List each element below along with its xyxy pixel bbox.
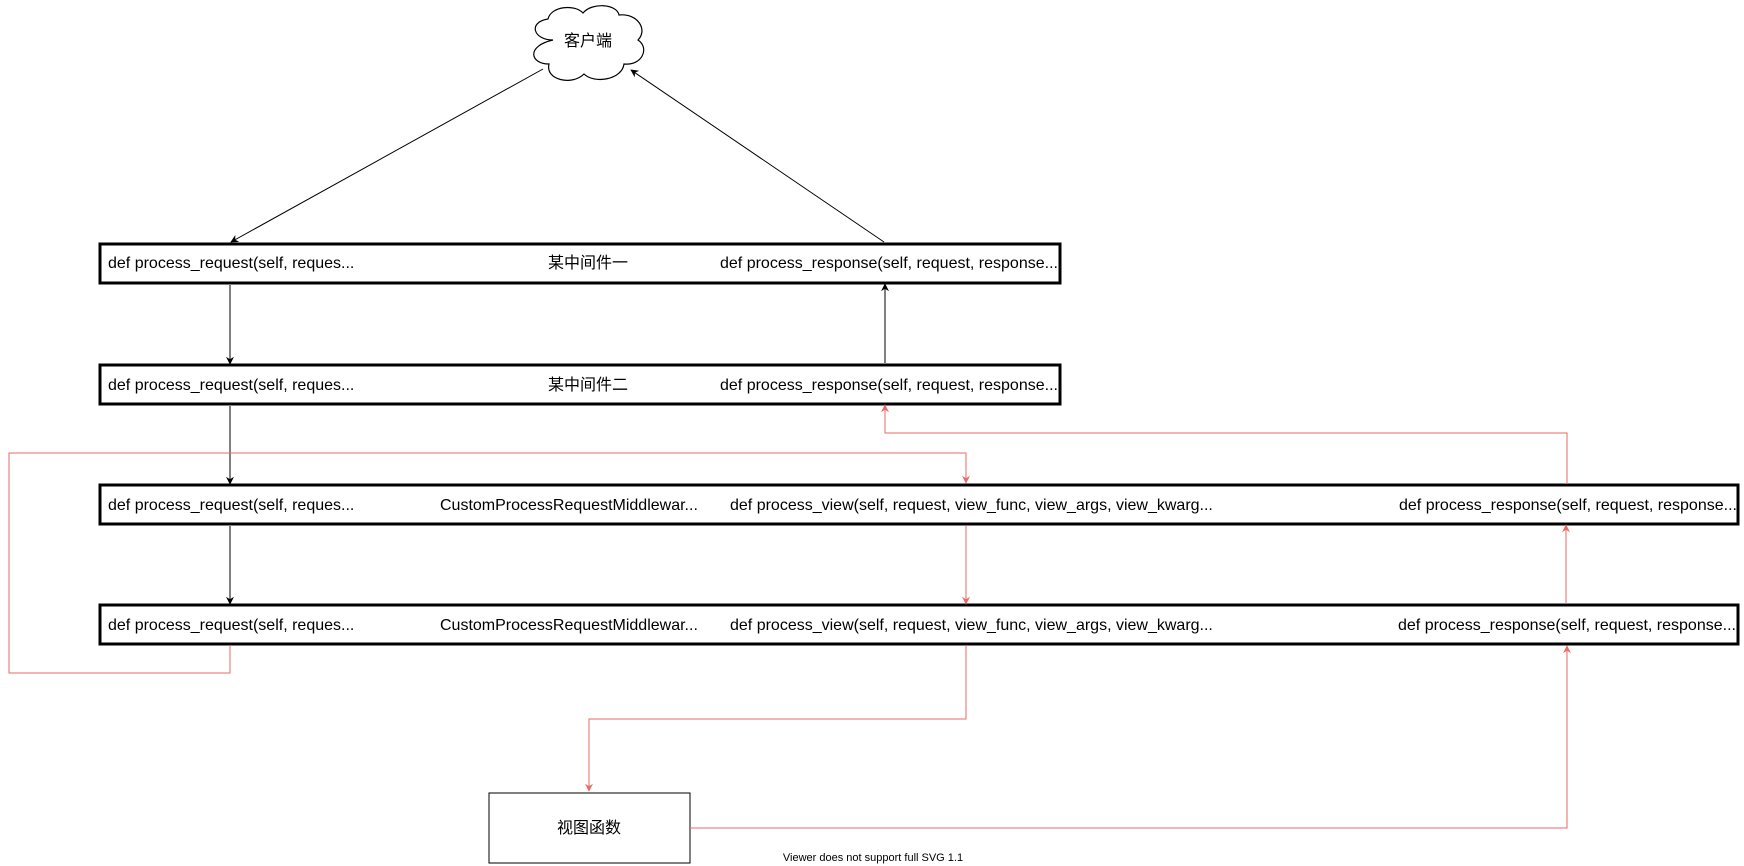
process-view-label: def process_view(self, request, view_fun… [730, 497, 1213, 514]
process-response-label: def process_response(self, request, resp… [1398, 617, 1736, 634]
middleware-row-3: def process_request(self, reques... Cust… [98, 483, 1740, 526]
middleware-name-label: 某中间件一 [548, 254, 628, 272]
arrow-row4-view-to-view-function [585, 645, 967, 792]
client-label: 客户端 [564, 32, 612, 50]
process-response-label: def process_response(self, request, resp… [720, 255, 1058, 272]
view-function-label: 视图函数 [557, 819, 621, 837]
middleware-row-1: def process_request(self, reques... 某中间件… [98, 242, 1062, 285]
view-function-node: 视图函数 [488, 792, 691, 864]
arrow-view-function-to-row4-response [690, 645, 1571, 829]
middleware-name-label: CustomProcessRequestMiddlewar... [440, 617, 698, 634]
process-response-label: def process_response(self, request, resp… [720, 377, 1058, 394]
middleware-box [98, 603, 1740, 646]
middleware-name-label: CustomProcessRequestMiddlewar... [440, 497, 698, 514]
process-request-label: def process_request(self, reques... [108, 255, 354, 272]
middleware-row-2: def process_request(self, reques... 某中间件… [98, 363, 1062, 406]
arrow-row1-to-client [630, 69, 885, 243]
request-path-black [226, 68, 889, 605]
arrow-row3-response-to-row2-response [881, 404, 1568, 484]
cloud-shape [533, 5, 645, 81]
middleware-name-label: 某中间件二 [548, 376, 628, 394]
middleware-box [98, 242, 1062, 285]
process-request-label: def process_request(self, reques... [108, 617, 354, 634]
arrow-client-to-row1 [230, 68, 544, 243]
process-view-label: def process_view(self, request, view_fun… [730, 617, 1213, 634]
middleware-box [98, 363, 1062, 406]
middleware-box [98, 483, 1740, 526]
view-path-red [8, 404, 1571, 829]
view-function-box [488, 792, 691, 864]
process-request-label: def process_request(self, reques... [108, 497, 354, 514]
client-cloud: 客户端 [533, 5, 645, 81]
process-request-label: def process_request(self, reques... [108, 377, 354, 394]
process-response-label: def process_response(self, request, resp… [1399, 497, 1737, 514]
arrow-row4-loop-to-view [8, 452, 970, 674]
middleware-row-4: def process_request(self, reques... Cust… [98, 603, 1740, 646]
svg-viewer-notice: Viewer does not support full SVG 1.1 [783, 852, 963, 864]
